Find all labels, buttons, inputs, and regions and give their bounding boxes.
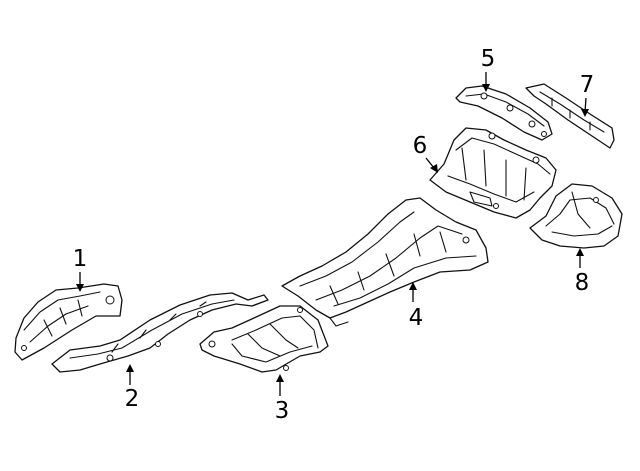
callout-number: 6: [413, 133, 428, 159]
callout-number: 4: [409, 305, 424, 331]
callout-3: 3: [275, 374, 290, 424]
callout-8: 8: [575, 248, 590, 296]
heat-shield-part-1: [14, 283, 123, 361]
callout-number: 5: [481, 46, 496, 72]
heat-shield-part-4: [281, 197, 489, 327]
bracket-part-7: [525, 83, 615, 149]
callout-number: 7: [580, 72, 595, 98]
heat-shield-part-8: [529, 183, 623, 249]
heat-shield-part-6: [429, 127, 557, 219]
callout-7: 7: [580, 72, 595, 117]
callout-number: 8: [575, 270, 590, 296]
callout-6: 6: [413, 133, 438, 173]
callout-4: 4: [409, 282, 424, 331]
callout-number: 3: [275, 398, 290, 424]
callout-number: 1: [73, 246, 88, 272]
heat-shield-part-2: [51, 292, 269, 373]
callout-2: 2: [125, 364, 140, 412]
callout-1: 1: [73, 246, 88, 292]
callout-5: 5: [481, 46, 496, 92]
heat-shield-part-3: [199, 305, 329, 373]
bracket-part-5: [455, 85, 553, 141]
callout-number: 2: [125, 386, 140, 412]
